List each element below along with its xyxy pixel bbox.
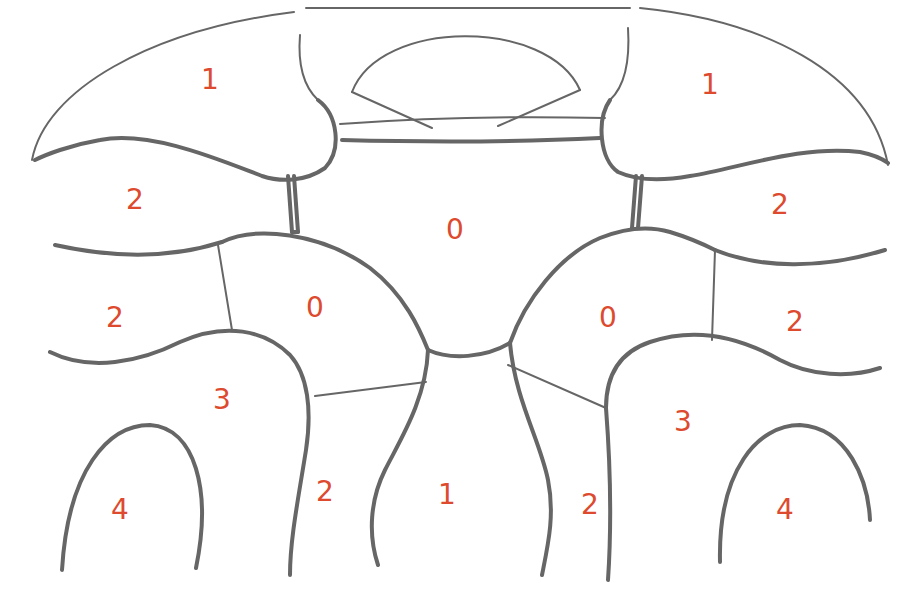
region-number: 0 bbox=[599, 304, 617, 332]
region-number: 4 bbox=[111, 496, 129, 524]
region-number: 4 bbox=[776, 496, 794, 524]
region-number: 1 bbox=[701, 71, 719, 99]
region-number: 1 bbox=[438, 481, 456, 509]
region-number: 2 bbox=[786, 308, 804, 336]
region-number: 0 bbox=[306, 294, 324, 322]
region-number: 2 bbox=[581, 491, 599, 519]
region-number: 1 bbox=[201, 66, 219, 94]
region-number: 3 bbox=[213, 386, 231, 414]
region-number: 2 bbox=[126, 186, 144, 214]
region-number: 2 bbox=[771, 191, 789, 219]
region-number: 2 bbox=[316, 478, 334, 506]
region-number: 3 bbox=[674, 408, 692, 436]
region-number: 0 bbox=[446, 216, 464, 244]
region-number: 2 bbox=[106, 304, 124, 332]
